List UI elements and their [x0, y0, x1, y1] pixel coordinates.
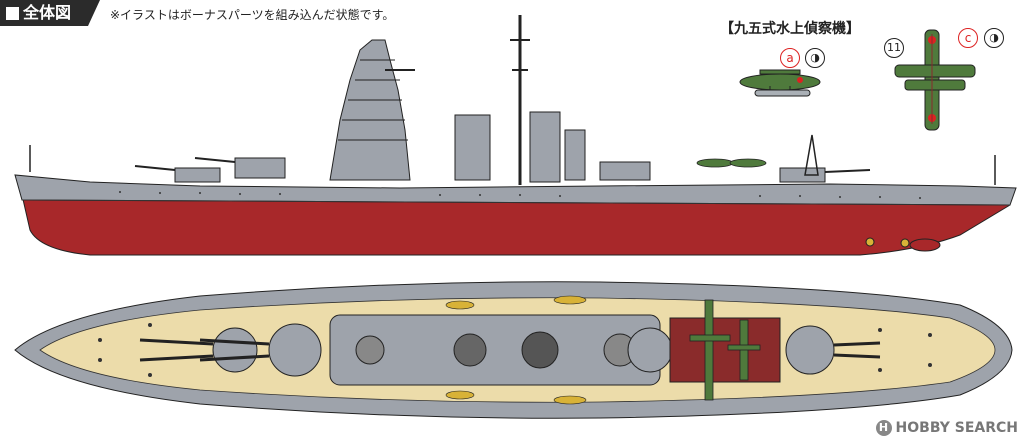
side-view — [14, 15, 1017, 256]
watermark: H HOBBY SEARCH — [875, 420, 1018, 436]
side-catapult-planes — [696, 158, 767, 168]
logo-icon: H — [875, 420, 892, 436]
top-turret-2 — [268, 323, 322, 377]
top-boats — [445, 295, 587, 405]
header: 全体図 ※イラストはボーナスパーツを組み込んだ状態です。 — [0, 0, 1026, 28]
side-hull-lower — [21, 194, 1011, 256]
seaplane-label: 【九五式水上偵察機】 — [720, 21, 860, 37]
marker-11: 11 — [884, 38, 904, 58]
paint-marker-icon: ◑ — [805, 48, 825, 68]
section-title-tab: 全体図 — [0, 0, 100, 26]
side-turret-3 — [599, 161, 651, 181]
top-deck-aircraft — [689, 299, 761, 401]
top-turret-3 — [627, 327, 673, 373]
marker-a: a — [780, 48, 800, 68]
side-turret-1 — [174, 167, 221, 183]
top-turret-1 — [212, 327, 258, 373]
side-pagoda-mast — [329, 39, 411, 181]
seaplane-side — [739, 69, 821, 97]
paint-marker-icon: ◑ — [984, 28, 1004, 48]
side-funnel — [454, 114, 491, 181]
top-turret-4 — [785, 325, 835, 375]
square-icon — [6, 6, 19, 20]
illustration-note: ※イラストはボーナスパーツを組み込んだ状態です。 — [110, 8, 395, 22]
section-title: 全体図 — [23, 3, 72, 22]
watermark-text: HOBBY SEARCH — [895, 420, 1018, 436]
top-aircraft-deck — [669, 317, 781, 383]
side-turret-4 — [779, 167, 826, 183]
marker-c: c — [958, 28, 978, 48]
top-view — [14, 281, 1013, 419]
side-turret-2 — [234, 157, 286, 179]
seaplane-top — [894, 29, 976, 131]
